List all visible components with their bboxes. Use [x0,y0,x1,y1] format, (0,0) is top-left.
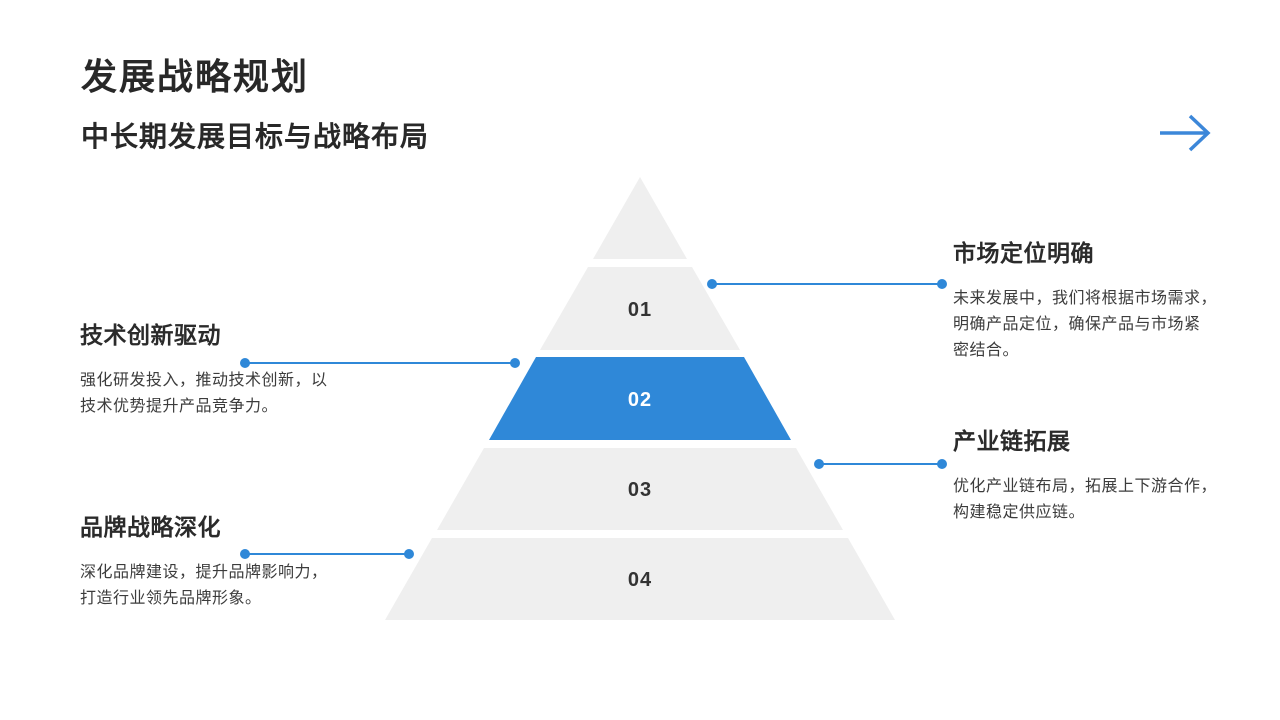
callout-dot [937,459,947,469]
callout-body: 优化产业链布局，拓展上下游合作， 构建稳定供应链。 [953,474,1243,526]
page-subtitle: 中长期发展目标与战略布局 [81,121,430,152]
callout-title: 市场定位明确 [953,240,1094,266]
callout-body-line: 打造行业领先品牌形象。 [80,590,262,607]
pyramid-level-01-number: 01 [628,299,652,321]
right-arrow-icon [1160,114,1211,152]
pyramid-level-04 [385,538,895,620]
callout-dot [240,549,250,559]
callout-title: 产业链拓展 [953,428,1071,454]
callout-dot [937,279,947,289]
callout-title: 品牌战略深化 [80,514,221,540]
pyramid-level-03-number: 03 [628,479,652,501]
callout-body-line: 构建稳定供应链。 [953,504,1086,521]
callout-dot [814,459,824,469]
callout-body: 强化研发投入，推动技术创新，以 技术优势提升产品竞争力。 [80,368,370,420]
callout-tech-innovation: 技术创新驱动 强化研发投入，推动技术创新，以 技术优势提升产品竞争力。 [80,320,370,420]
pyramid-level-02 [489,357,791,440]
callout-dot [240,358,250,368]
pyramid-level-top [593,177,687,259]
pyramid-level-02-number: 02 [628,389,652,411]
callout-body-line: 明确产品定位，确保产品与市场紧 [953,316,1201,333]
callout-body-line: 深化品牌建设，提升品牌影响力， [80,564,328,581]
pyramid-level-01 [540,267,740,350]
callout-dot [404,549,414,559]
callout-body-line: 未来发展中，我们将根据市场需求， [953,290,1218,307]
callout-body: 深化品牌建设，提升品牌影响力， 打造行业领先品牌形象。 [80,560,370,612]
callout-body-line: 技术优势提升产品竞争力。 [80,398,279,415]
callout-dot [707,279,717,289]
callout-body-line: 强化研发投入，推动技术创新，以 [80,372,328,389]
callout-body-line: 密结合。 [953,342,1020,359]
callout-dot [510,358,520,368]
callout-body: 未来发展中，我们将根据市场需求， 明确产品定位，确保产品与市场紧 密结合。 [953,286,1233,364]
callout-industry-chain: 产业链拓展 优化产业链布局，拓展上下游合作， 构建稳定供应链。 [953,426,1243,526]
pyramid-level-03 [437,448,843,530]
pyramid-level-04-number: 04 [628,569,652,591]
callout-brand-strategy: 品牌战略深化 深化品牌建设，提升品牌影响力， 打造行业领先品牌形象。 [80,512,370,612]
callout-title: 技术创新驱动 [80,322,221,348]
callout-market-positioning: 市场定位明确 未来发展中，我们将根据市场需求， 明确产品定位，确保产品与市场紧 … [953,238,1233,364]
callout-body-line: 优化产业链布局，拓展上下游合作， [953,478,1218,495]
page-title: 发展战略规划 [81,56,310,97]
